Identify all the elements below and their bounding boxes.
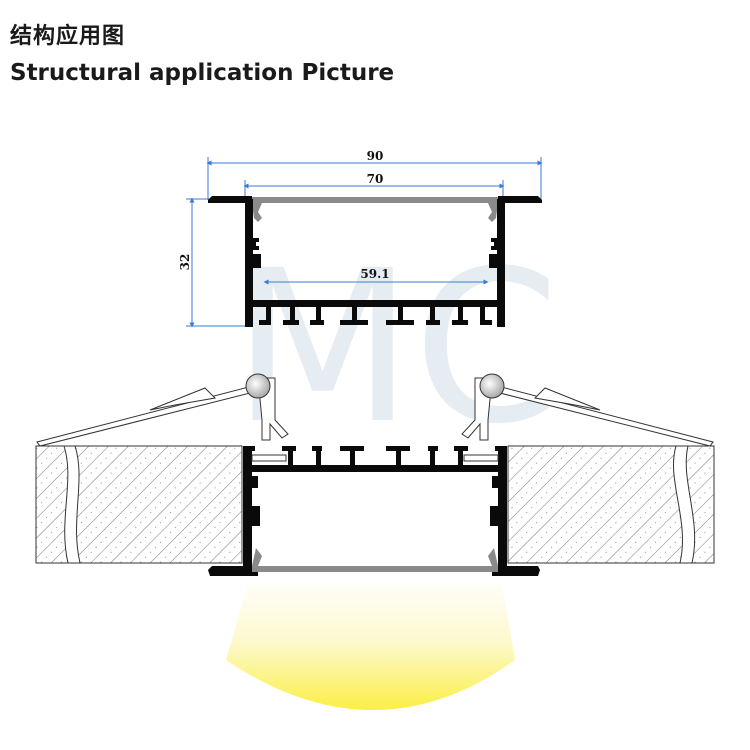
diffuser [252, 566, 498, 572]
title-chinese: 结构应用图 [10, 24, 126, 49]
dim-59-1: 59.1 [360, 267, 389, 281]
dim-70: 70 [367, 172, 384, 186]
watermark: MC [232, 225, 560, 470]
spring-clip-right [461, 373, 714, 447]
installation-view [35, 373, 715, 710]
spring-clip-left [36, 373, 289, 447]
light-beam [226, 584, 515, 710]
dim-90: 90 [367, 149, 384, 163]
profile-installed [208, 446, 540, 576]
profile-top-view: 90 70 59.1 32 [178, 149, 543, 328]
title-english: Structural application Picture [10, 60, 395, 86]
dim-32: 32 [178, 254, 192, 271]
